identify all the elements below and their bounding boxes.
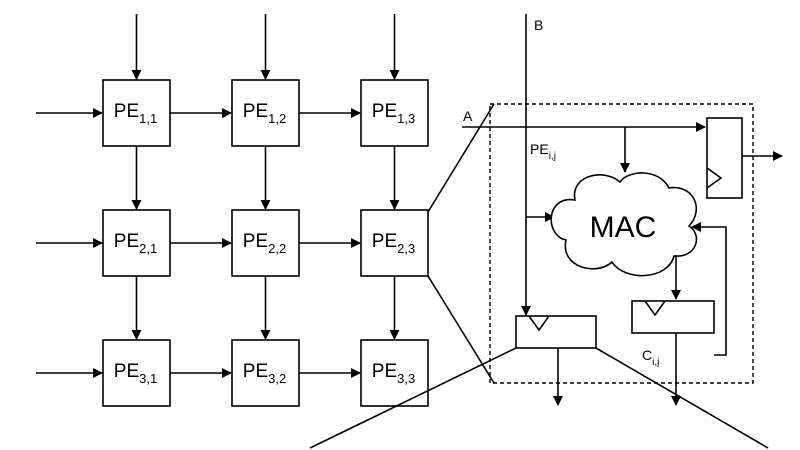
pe-subscript: 2,3 (397, 241, 415, 256)
pe-label-3-2: PE3,2 (243, 361, 286, 386)
pe-prefix: PE (243, 101, 268, 122)
pe-cell-2-3 (360, 209, 429, 277)
pe-detail-subscript: i,j (549, 151, 556, 162)
pe-subscript: 2,1 (139, 241, 157, 256)
pe-detail-label: PEi,j (530, 141, 556, 162)
zoom-line-top (427, 103, 495, 213)
pe-prefix: PE (372, 361, 397, 382)
pe-cell-1-1 (102, 79, 171, 147)
c-subscript: i,j (652, 357, 659, 368)
pe-prefix: PE (114, 361, 139, 382)
pe-prefix: PE (114, 231, 139, 252)
pe-label-2-3: PE2,3 (372, 231, 415, 256)
pe-label-3-3: PE3,3 (372, 361, 415, 386)
pe-label-2-2: PE2,2 (243, 231, 286, 256)
pe-label-1-3: PE1,3 (372, 101, 415, 126)
pe-cell-3-3 (360, 339, 429, 407)
pe-subscript: 3,3 (397, 371, 415, 386)
pe-label-1-1: PE1,1 (114, 101, 157, 126)
input-a-label: A (463, 108, 473, 124)
feedback-loop (691, 222, 727, 356)
pe-label-1-2: PE1,2 (243, 101, 286, 126)
pe-prefix: PE (243, 361, 268, 382)
pe-prefix: PE (114, 101, 139, 122)
pe-subscript: 1,1 (139, 111, 157, 126)
zoom-line-bottom (427, 275, 495, 384)
b-register (515, 315, 597, 349)
pe-subscript: 3,2 (268, 371, 286, 386)
input-b-label: B (534, 17, 543, 33)
pe-prefix: PE (372, 101, 397, 122)
pe-subscript: 1,2 (268, 111, 286, 126)
c-label: Ci,j (642, 347, 659, 368)
zoom-line-lower-left (309, 347, 517, 449)
pe-prefix: PE (372, 231, 397, 252)
pe-prefix: PE (243, 231, 268, 252)
mac-label: MAC (590, 211, 657, 244)
pe-subscript: 2,2 (268, 241, 286, 256)
pe-detail-prefix: PE (530, 141, 549, 157)
pe-cell-3-2 (231, 339, 300, 407)
pe-detail-frame (489, 103, 754, 384)
pe-cell-2-1 (102, 209, 171, 277)
pe-label-2-1: PE2,1 (114, 231, 157, 256)
pe-cell-3-1 (102, 339, 171, 407)
a-register (706, 117, 743, 199)
mac-cloud-icon (550, 172, 698, 277)
pe-subscript: 3,1 (139, 371, 157, 386)
c-register (631, 300, 715, 334)
pe-cell-1-3 (360, 79, 429, 147)
pe-cell-2-2 (231, 209, 300, 277)
pe-subscript: 1,3 (397, 111, 415, 126)
pe-cell-1-2 (231, 79, 300, 147)
a-register-clock-icon (706, 167, 723, 189)
b-register-clock-icon (528, 315, 550, 332)
zoom-line-lower-right (595, 347, 769, 449)
c-register-clock-icon (644, 300, 666, 317)
pe-label-3-1: PE3,1 (114, 361, 157, 386)
c-prefix: C (642, 347, 652, 363)
